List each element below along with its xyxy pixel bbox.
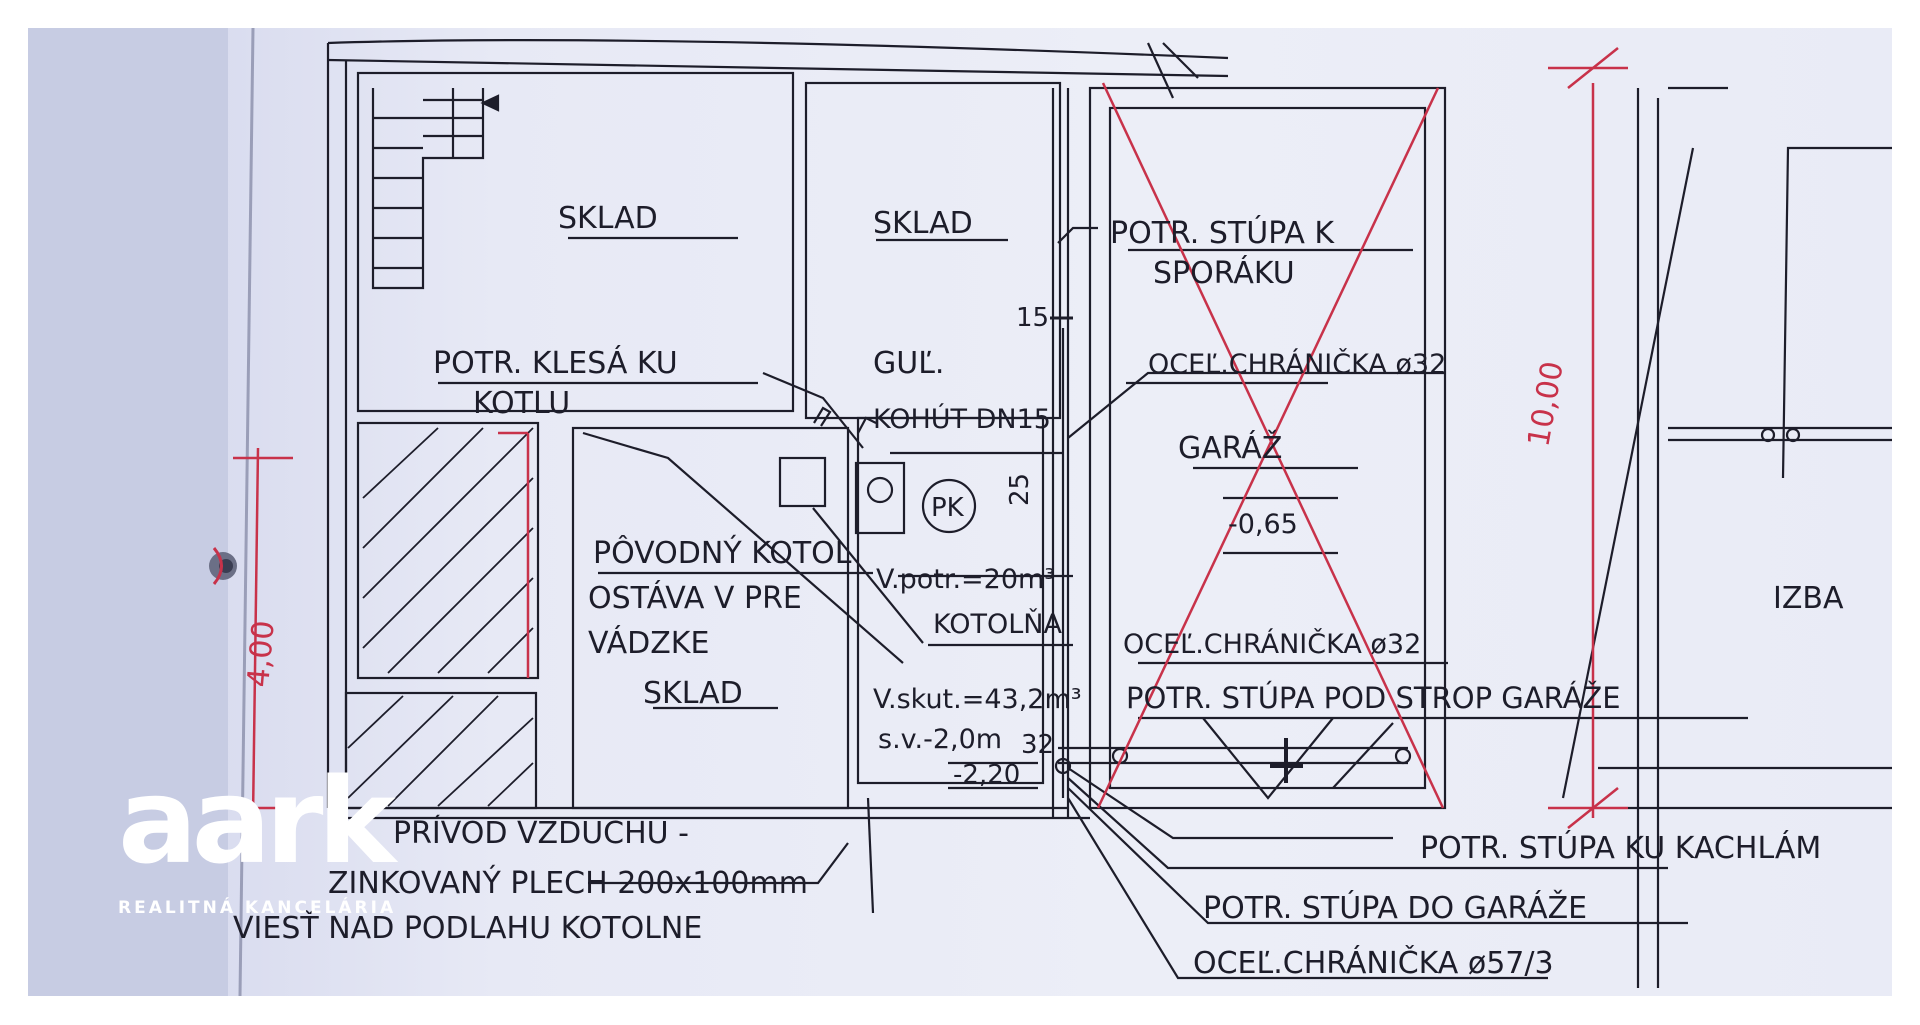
label-potr-garaze: POTR. STÚPA DO GARÁŽE [1203, 889, 1587, 926]
floor-plan-photo: SKLAD SKLAD POTR. STÚPA K SPORÁKU POTR. … [28, 28, 1892, 996]
aark-logo-subtitle: REALITNÁ KANCELÁRIA [118, 898, 397, 918]
label-sporaku: SPORÁKU [1153, 255, 1295, 291]
label-izba: IZBA [1773, 581, 1844, 616]
label-elev-kotolna: -2,20 [953, 760, 1020, 790]
floor-plan-drawing: SKLAD SKLAD POTR. STÚPA K SPORÁKU POTR. … [28, 28, 1892, 996]
label-vskut: V.skut.=43,2m³ [873, 684, 1082, 715]
label-potr-klesa: POTR. KLESÁ KU [433, 345, 678, 381]
label-elev-garaz: -0,65 [1228, 509, 1298, 540]
label-potr-stupa-k: POTR. STÚPA K [1110, 214, 1335, 251]
label-sv: s.v.-2,0m [878, 724, 1002, 755]
label-viest: VIESŤ NAD PODLAHU KOTOLNE [233, 910, 702, 946]
label-potr-stupa-pod: POTR. STÚPA POD STROP GARÁŽE [1126, 681, 1621, 715]
label-sklad-top-mid: SKLAD [873, 206, 973, 241]
label-vadzke: VÁDZKE [588, 625, 709, 661]
label-potr-kachla: POTR. STÚPA KU KACHLÁM [1420, 829, 1821, 866]
label-dim-15: 15 [1016, 303, 1049, 333]
aark-logo: aark [118, 752, 396, 890]
label-zinkovany: ZINKOVANÝ PLECH 200x100mm [328, 865, 808, 901]
label-kohut: KOHÚT DN15 [873, 403, 1051, 435]
label-kotlu: KOTLU [473, 386, 570, 421]
label-ocel-3: OCEĽ.CHRÁNIČKA ø57/3 [1193, 944, 1554, 981]
label-povodny: PÔVODNÝ KOTOL [593, 534, 852, 571]
label-dim-1000: 10,00 [1521, 359, 1570, 450]
label-ocel-1: OCEĽ.CHRÁNIČKA ø32 [1148, 348, 1446, 380]
label-kotolna: KOTOLŇA [933, 608, 1062, 640]
label-ocel-2: OCEĽ.CHRÁNIČKA ø32 [1123, 628, 1421, 660]
label-gul: GUĽ. [873, 346, 944, 381]
label-garaz: GARÁŽ [1178, 430, 1282, 466]
label-privod: PRÍVOD VZDUCHU - [393, 815, 689, 851]
label-sklad-bottom: SKLAD [643, 676, 743, 711]
label-dim-400: 4,00 [241, 619, 282, 689]
label-sklad-top-left: SKLAD [558, 201, 658, 236]
label-dim-25: 25 [1005, 473, 1035, 506]
label-dim-32: 32 [1021, 730, 1054, 760]
label-vpotr: V.potr.=20m³ [876, 564, 1055, 595]
label-pk: PK [931, 493, 965, 523]
label-ostava: OSTÁVA V PRE [588, 580, 802, 616]
